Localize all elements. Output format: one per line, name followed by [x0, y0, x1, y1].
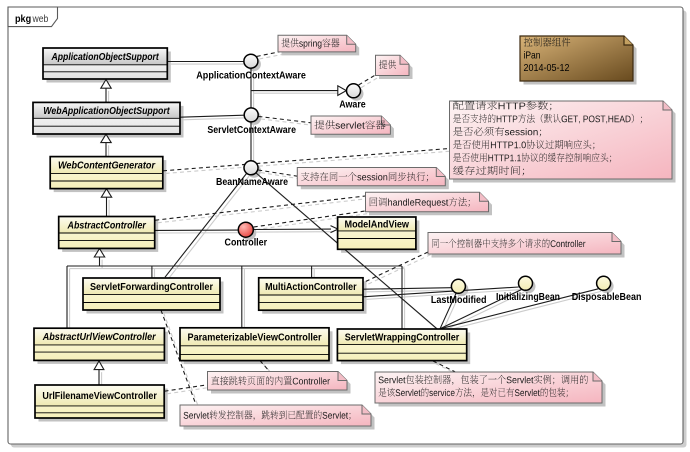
svg-text:ParameterizableViewController: ParameterizableViewController — [188, 333, 322, 344]
svg-text:ServletContextAware: ServletContextAware — [207, 125, 296, 136]
svg-text:pkg: pkg — [15, 14, 31, 25]
svg-text:WebContentGenerator: WebContentGenerator — [58, 161, 156, 172]
svg-text:WebApplicationObjectSupport: WebApplicationObjectSupport — [43, 106, 170, 117]
svg-text:ApplicationObjectSupport: ApplicationObjectSupport — [51, 52, 160, 63]
svg-text:iPan: iPan — [524, 51, 541, 62]
svg-text:AbstractUrlViewController: AbstractUrlViewController — [42, 332, 157, 343]
svg-text:ApplicationContextAware: ApplicationContextAware — [196, 71, 306, 82]
svg-text:web: web — [32, 14, 49, 25]
svg-text:Controller: Controller — [225, 238, 268, 249]
svg-text:DisposableBean: DisposableBean — [572, 292, 642, 303]
svg-text:Aware: Aware — [339, 99, 366, 110]
svg-text:ServletForwardingController: ServletForwardingController — [90, 282, 213, 293]
svg-text:BeanNameAware: BeanNameAware — [216, 177, 288, 188]
svg-text:ServletWrappingController: ServletWrappingController — [345, 333, 460, 344]
svg-text:MultiActionController: MultiActionController — [265, 282, 357, 293]
svg-text:ModelAndView: ModelAndView — [345, 220, 410, 231]
svg-text:AbstractController: AbstractController — [67, 220, 147, 231]
svg-text:LastModified: LastModified — [431, 295, 487, 306]
svg-text:UrlFilenameViewController: UrlFilenameViewController — [42, 391, 157, 402]
svg-text:InitializingBean: InitializingBean — [496, 292, 560, 303]
svg-text:2014-05-12: 2014-05-12 — [524, 63, 570, 74]
